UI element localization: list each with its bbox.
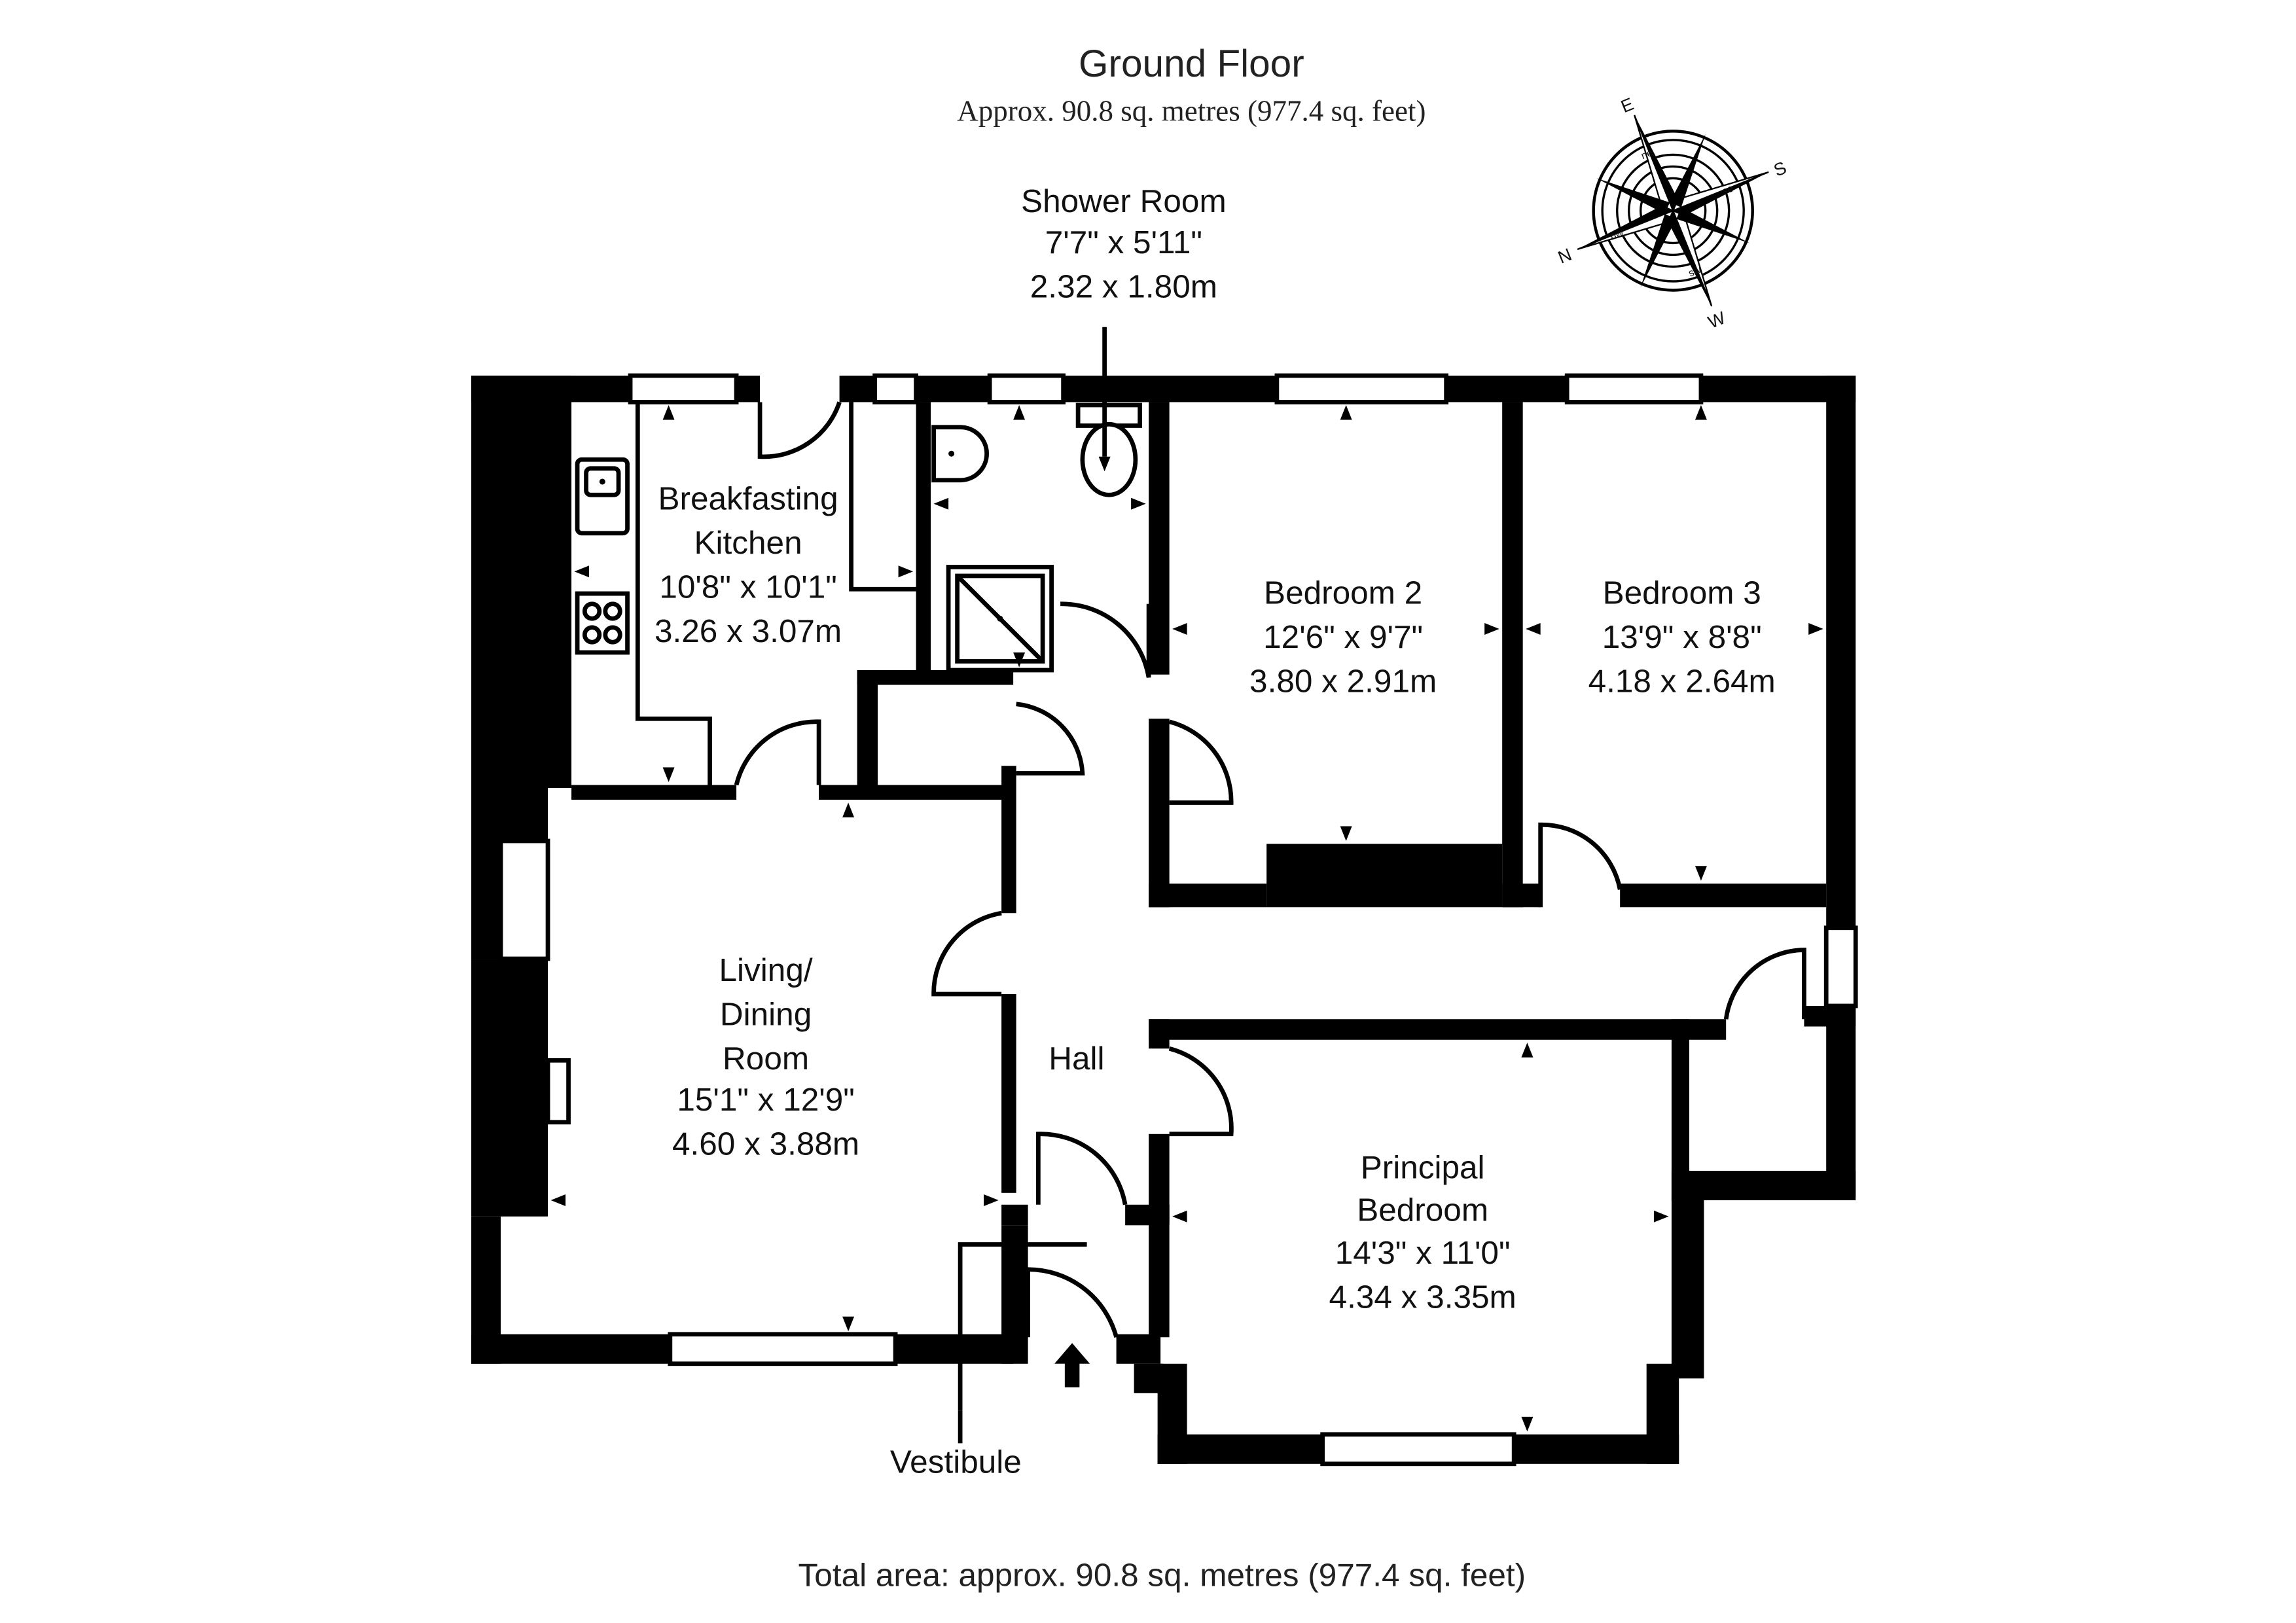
shower-room-name: Shower Room (1021, 183, 1227, 219)
kitchen-name-line1: Breakfasting (658, 481, 838, 517)
living-name-line2: Dining (720, 996, 812, 1032)
exterior-walls (471, 375, 1856, 1464)
total-area-footer: Total area: approx. 90.8 sq. metres (977… (798, 1558, 1526, 1594)
principal-name-line1: Principal (1361, 1149, 1485, 1185)
hall-label: Hall (1049, 1041, 1104, 1077)
compass-inner-se: se (1721, 183, 1735, 197)
living-name-line3: Room (723, 1041, 809, 1077)
bedroom2-metric: 3.80 x 2.91m (1249, 664, 1437, 700)
compass-letter-e: E (1618, 94, 1636, 117)
sink-icon (575, 457, 630, 536)
hob-icon (575, 591, 630, 655)
bedroom3-metric: 4.18 x 2.64m (1588, 664, 1776, 700)
compass-letter-n: N (1555, 245, 1574, 268)
floor-area-subtitle: Approx. 90.8 sq. metres (977.4 sq. feet) (957, 95, 1426, 128)
principal-name-line2: Bedroom (1357, 1192, 1488, 1228)
principal-metric: 4.34 x 3.35m (1329, 1279, 1516, 1315)
living-imperial: 15'1" x 12'9" (677, 1082, 854, 1118)
room-label-principal: Principal Bedroom 14'3" x 11'0" 4.34 x 3… (1329, 1149, 1516, 1315)
room-label-living: Living/ Dining Room 15'1" x 12'9" 4.60 x… (672, 952, 859, 1162)
kitchen-metric: 3.26 x 3.07m (655, 613, 842, 649)
compass-inner-ne: ne (1640, 147, 1655, 162)
principal-imperial: 14'3" x 11'0" (1335, 1235, 1511, 1271)
compass-inner-nw: nw (1609, 227, 1626, 243)
bedroom2-imperial: 12'6" x 9'7" (1263, 619, 1423, 655)
fixture-lines (635, 402, 1087, 1411)
kitchen-imperial: 10'8" x 10'1" (659, 569, 836, 605)
bedroom2-name: Bedroom 2 (1264, 575, 1422, 611)
compass-inner-sw: sw (1687, 264, 1704, 279)
room-label-kitchen: Breakfasting Kitchen 10'8" x 10'1" 3.26 … (655, 481, 842, 650)
bedroom3-name: Bedroom 3 (1603, 575, 1761, 611)
room-label-shower-room: Shower Room 7'7" x 5'11" 2.32 x 1.80m (1021, 183, 1227, 305)
shower-tray-icon (946, 565, 1054, 673)
toilet-icon (1075, 402, 1142, 497)
interior-walls (571, 402, 1856, 1338)
washbasin-icon (931, 425, 989, 483)
vestibule-label: Vestibule (890, 1444, 1022, 1480)
kitchen-name-line2: Kitchen (694, 525, 802, 561)
compass-letter-w: W (1705, 308, 1728, 332)
living-metric: 4.60 x 3.88m (672, 1126, 859, 1162)
entrance-arrow-icon (1054, 1343, 1090, 1387)
floor-title: Ground Floor (1079, 43, 1304, 85)
room-label-bedroom-3: Bedroom 3 13'9" x 8'8" 4.18 x 2.64m (1588, 575, 1776, 700)
compass-rose-icon: E S W N ne se sw nw (1555, 94, 1789, 332)
doors (734, 401, 1806, 1338)
shower-room-metric: 2.32 x 1.80m (1030, 269, 1217, 305)
shower-room-imperial: 7'7" x 5'11" (1045, 224, 1202, 260)
windows (498, 373, 1858, 1467)
room-label-bedroom-2: Bedroom 2 12'6" x 9'7" 3.80 x 2.91m (1249, 575, 1437, 700)
compass-letter-s: S (1771, 158, 1789, 181)
living-name-line1: Living/ (719, 952, 813, 988)
dimension-markers (550, 404, 1823, 1432)
bedroom3-imperial: 13'9" x 8'8" (1602, 619, 1762, 655)
